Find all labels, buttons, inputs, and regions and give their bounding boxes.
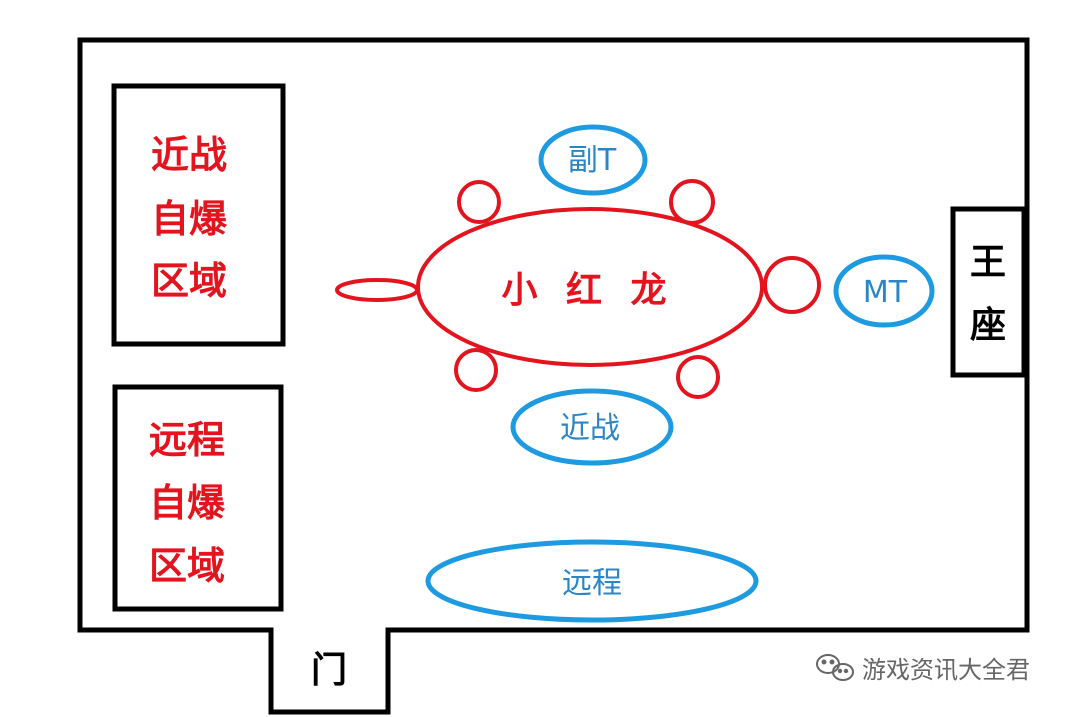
- melee-zone-box: [111, 83, 286, 347]
- melee-zone-label-line-2: 自爆: [151, 197, 228, 241]
- throne-label-line-2: 座: [970, 305, 1006, 346]
- throne: 王 座: [950, 206, 1027, 378]
- main-tank-label: MT: [863, 275, 908, 310]
- melee-label: 近战: [560, 411, 620, 446]
- ranged-zone-label-line-1: 远程: [149, 418, 225, 462]
- melee-zone: 近战 自爆 区域: [111, 83, 286, 347]
- dragon-head: [763, 256, 821, 314]
- ranged-zone-box: [112, 384, 284, 612]
- dragon-tail: [335, 278, 419, 302]
- melee-zone-label-line-3: 区域: [151, 259, 227, 303]
- boss-dragon: 小 红 龙: [335, 179, 821, 399]
- watermark: 游戏资讯大全君: [816, 654, 1030, 684]
- position-main-tank: MT: [833, 254, 935, 328]
- watermark-text: 游戏资讯大全君: [862, 656, 1030, 684]
- dragon-leg-front-right: [669, 179, 715, 225]
- position-ranged: 远程: [425, 539, 759, 623]
- off-tank-marker: [538, 124, 648, 196]
- ranged-zone-label-line-2: 自爆: [149, 481, 226, 525]
- melee-zone-label-line-1: 近战: [151, 133, 227, 177]
- position-melee: 近战: [510, 388, 674, 466]
- dragon-leg-back-left: [454, 348, 498, 392]
- ranged-zone: 远程 自爆 区域: [112, 384, 284, 612]
- ranged-label: 远程: [562, 566, 622, 601]
- wechat-icon: [816, 654, 854, 681]
- position-off-tank: 副T: [538, 124, 648, 196]
- main-tank-marker: [833, 254, 935, 328]
- boss-name-label: 小 红 龙: [501, 270, 674, 311]
- ranged-zone-label-line-3: 区域: [149, 544, 225, 588]
- melee-marker: [510, 388, 674, 466]
- throne-box: [950, 206, 1027, 378]
- dragon-leg-front-left: [457, 180, 501, 224]
- throne-label-line-1: 王: [970, 242, 1006, 283]
- door-label: 门: [311, 650, 347, 691]
- dragon-body: [416, 207, 764, 367]
- off-tank-label: 副T: [568, 143, 617, 178]
- ranged-marker: [425, 539, 759, 623]
- dragon-leg-back-right: [676, 355, 720, 399]
- room-outline: [77, 37, 1030, 715]
